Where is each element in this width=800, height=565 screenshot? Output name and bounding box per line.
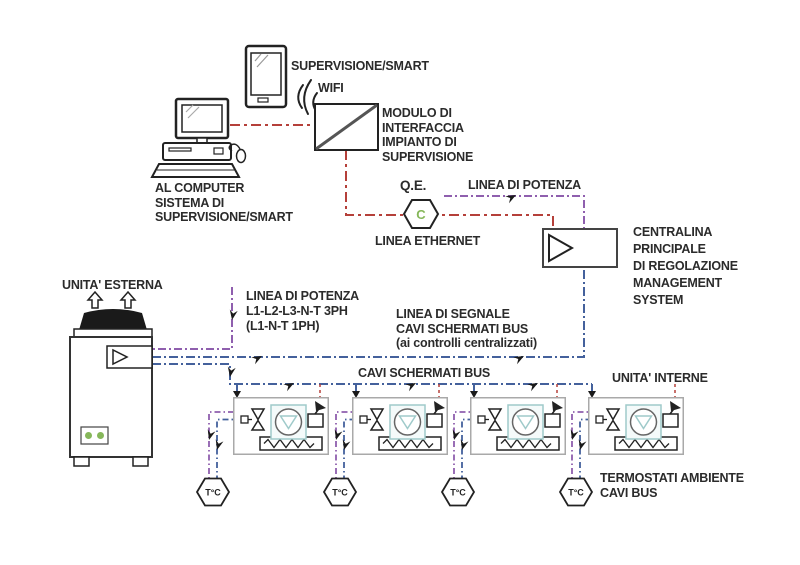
power-line-top-label: LINEA DI POTENZA	[468, 178, 582, 192]
status-led	[85, 432, 92, 439]
indoor-unit-1	[232, 383, 330, 456]
indoor-unit-2	[351, 383, 449, 456]
power-line-outdoor	[152, 287, 238, 350]
outdoor-unit-graphic	[69, 290, 153, 467]
status-led	[97, 432, 104, 439]
module-label: MODULO DI INTERFACCIA IMPIANTO DI SUPERV…	[382, 106, 474, 164]
tablet-caption: SUPERVISIONE/SMART	[291, 59, 429, 73]
power-line-left-label: LINEA DI POTENZA L1-L2-L3-N-T 3PH (L1-N-…	[246, 289, 360, 333]
indoor-units-bus-line	[152, 363, 592, 392]
interface-module-box	[314, 103, 379, 151]
controller-box	[542, 228, 618, 268]
computer-label: AL COMPUTER SISTEMA DI SUPERVISIONE/SMAR…	[155, 181, 293, 224]
computer-icon	[150, 97, 247, 178]
indoor-units-label: UNITA' INTERNE	[612, 371, 708, 385]
signal-line-label: LINEA DI SEGNALE CAVI SCHERMATI BUS (ai …	[396, 307, 537, 350]
qe-connector-hexagon: C	[402, 199, 440, 229]
thermostats-label: TERMOSTATI AMBIENTE CAVI BUS	[600, 471, 744, 500]
outdoor-unit-label: UNITA' ESTERNA	[62, 278, 163, 292]
tablet-icon	[244, 44, 288, 109]
hexagon-c-label: C	[416, 207, 426, 222]
controller-label: CENTRALINA PRINCIPALE DI REGOLAZIONE MAN…	[633, 225, 738, 307]
wifi-label: WIFI	[318, 81, 344, 95]
ethernet-line	[230, 124, 554, 229]
bus-label: CAVI SCHERMATI BUS	[358, 366, 491, 380]
indoor-unit-4	[587, 383, 685, 456]
indoor-unit-3	[469, 383, 567, 456]
qe-label: Q.E.	[400, 178, 427, 193]
ethernet-line-label: LINEA ETHERNET	[375, 234, 481, 248]
signal-bus-line	[152, 267, 585, 365]
power-line-top	[444, 191, 585, 229]
